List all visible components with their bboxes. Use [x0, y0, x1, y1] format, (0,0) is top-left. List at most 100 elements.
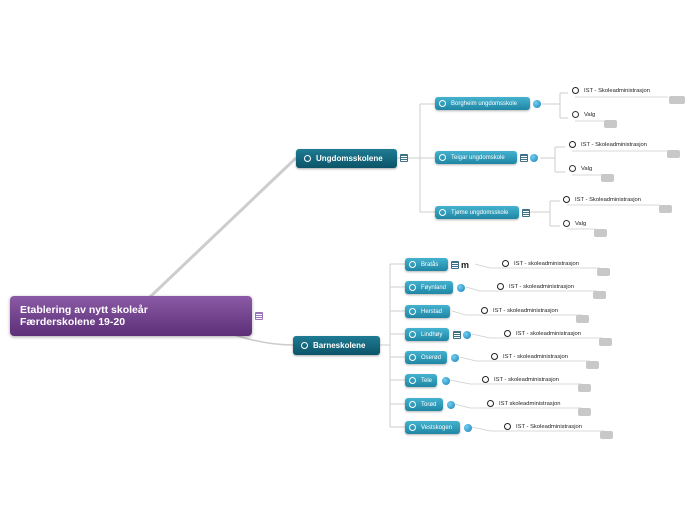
school-node-borgheim[interactable]: Borgheim ungdomsskole: [435, 97, 530, 110]
notes-icon[interactable]: [522, 209, 530, 217]
task-clock-icon: [409, 284, 416, 291]
collapsed-marker[interactable]: [599, 338, 612, 346]
leaf-ist[interactable]: IST - skoleadministrasjon: [497, 283, 574, 290]
task-circle-icon: [569, 165, 576, 172]
collapsed-marker[interactable]: [576, 315, 589, 323]
task-clock-icon: [439, 209, 446, 216]
collapsed-marker[interactable]: [578, 408, 591, 416]
notes-icon[interactable]: [520, 154, 528, 162]
leaf-label: IST - skoleadministrasjon: [514, 260, 579, 267]
school-label: Teigar ungdomskole: [451, 154, 505, 161]
leaf-label: IST - Skoleadministrasjon: [575, 196, 641, 203]
notes-icon[interactable]: [453, 331, 461, 339]
leaf-ist[interactable]: IST - Skoleadministrasjon: [572, 87, 650, 94]
school-node-lindhoy[interactable]: Lindhøy: [405, 328, 449, 341]
notes-icon[interactable]: [451, 261, 459, 269]
collapsed-marker[interactable]: [604, 120, 617, 128]
task-clock-icon: [409, 401, 416, 408]
leaf-label: IST - skoleadministrasjon: [503, 353, 568, 360]
task-clock-icon: [497, 283, 504, 290]
task-clock-icon: [409, 377, 416, 384]
task-clock-icon: [409, 424, 416, 431]
school-label: Torød: [421, 401, 437, 408]
school-node-torod[interactable]: Torød: [405, 398, 443, 411]
globe-link-icon[interactable]: [457, 284, 465, 292]
school-node-bratas[interactable]: Bratås: [405, 258, 448, 271]
leaf-label: IST - Skoleadministrasjon: [581, 141, 647, 148]
collapsed-marker[interactable]: [669, 96, 685, 104]
leaf-label: Valg: [575, 220, 587, 227]
school-node-herstad[interactable]: Herstad: [405, 305, 450, 318]
school-label: Herstad: [421, 308, 443, 315]
globe-link-icon[interactable]: [447, 401, 455, 409]
task-circle-icon: [572, 111, 579, 118]
leaf-label: IST - skoleadministrasjon: [494, 376, 559, 383]
ungdomsskolene-notes-icon[interactable]: [400, 154, 408, 162]
school-label: Føynland: [421, 284, 447, 291]
globe-link-icon[interactable]: [533, 100, 541, 108]
leaf-valg[interactable]: Valg: [563, 220, 586, 227]
collapsed-marker[interactable]: [594, 229, 607, 237]
globe-link-icon[interactable]: [463, 331, 471, 339]
task-clock-icon: [491, 353, 498, 360]
leaf-ist[interactable]: IST - skoleadministrasjon: [482, 376, 559, 383]
school-label: Lindhøy: [421, 331, 443, 338]
task-clock-icon: [409, 354, 416, 361]
task-clock-icon: [439, 154, 446, 161]
task-clock-icon: [502, 260, 509, 267]
collapsed-marker[interactable]: [597, 268, 610, 276]
school-node-oserod[interactable]: Oserød: [405, 351, 447, 364]
leaf-ist[interactable]: IST skoleadministrasjon: [487, 400, 560, 407]
task-clock-icon: [409, 308, 416, 315]
root-title-line1: Etablering av nytt skoleår: [20, 304, 148, 316]
school-node-foynland[interactable]: Føynland: [405, 281, 453, 294]
collapsed-marker[interactable]: [600, 431, 613, 439]
leaf-ist[interactable]: IST - skoleadministrasjon: [481, 307, 558, 314]
root-node[interactable]: Etablering av nytt skoleår Færderskolene…: [10, 296, 252, 336]
leaf-ist[interactable]: IST - Skoleadministrasjon: [504, 423, 582, 430]
leaf-label: IST - skoleadministrasjon: [509, 283, 574, 290]
school-node-tele[interactable]: Tele: [405, 374, 437, 387]
task-clock-icon: [504, 330, 511, 337]
school-label: Vestskogen: [421, 424, 453, 431]
task-clock-icon: [301, 342, 308, 349]
globe-link-icon[interactable]: [451, 354, 459, 362]
school-node-tjome[interactable]: Tjøme ungdomsskole: [435, 206, 519, 219]
leaf-ist[interactable]: IST - skoleadministrasjon: [502, 260, 579, 267]
mindmeister-icon[interactable]: m: [461, 260, 470, 270]
leaf-ist[interactable]: IST - Skoleadministrasjon: [563, 196, 641, 203]
collapsed-marker[interactable]: [667, 150, 680, 158]
task-clock-icon: [569, 141, 576, 148]
leaf-ist[interactable]: IST - skoleadministrasjon: [491, 353, 568, 360]
globe-link-icon[interactable]: [464, 424, 472, 432]
task-clock-icon: [439, 100, 446, 107]
root-notes-icon[interactable]: [255, 312, 263, 320]
task-clock-icon: [504, 423, 511, 430]
school-label: Tjøme ungdomsskole: [451, 209, 509, 216]
task-clock-icon: [481, 307, 488, 314]
collapsed-marker[interactable]: [659, 205, 672, 213]
leaf-valg[interactable]: Valg: [569, 165, 592, 172]
leaf-ist[interactable]: IST - skoleadministrasjon: [504, 330, 581, 337]
task-clock-icon: [409, 331, 416, 338]
root-title-line2: Færderskolene 19-20: [20, 316, 126, 328]
ungdomsskolene-node[interactable]: Ungdomsskolene: [296, 149, 397, 168]
leaf-label: Valg: [584, 111, 596, 118]
collapsed-marker[interactable]: [593, 291, 606, 299]
leaf-ist[interactable]: IST - Skoleadministrasjon: [569, 141, 647, 148]
barneskolene-node[interactable]: Barneskolene: [293, 336, 380, 355]
leaf-label: IST - skoleadministrasjon: [493, 307, 558, 314]
globe-link-icon[interactable]: [442, 377, 450, 385]
ungdomsskolene-label: Ungdomsskolene: [316, 154, 383, 163]
school-node-vestskogen[interactable]: Vestskogen: [405, 421, 460, 434]
collapsed-marker[interactable]: [586, 361, 599, 369]
collapsed-marker[interactable]: [601, 174, 614, 182]
collapsed-marker[interactable]: [578, 384, 591, 392]
globe-link-icon[interactable]: [530, 154, 538, 162]
leaf-label: IST - Skoleadministrasjon: [516, 423, 582, 430]
leaf-valg[interactable]: Valg: [572, 111, 595, 118]
school-label: Oserød: [421, 354, 442, 361]
school-node-teigar[interactable]: Teigar ungdomskole: [435, 151, 517, 164]
task-clock-icon: [409, 261, 416, 268]
